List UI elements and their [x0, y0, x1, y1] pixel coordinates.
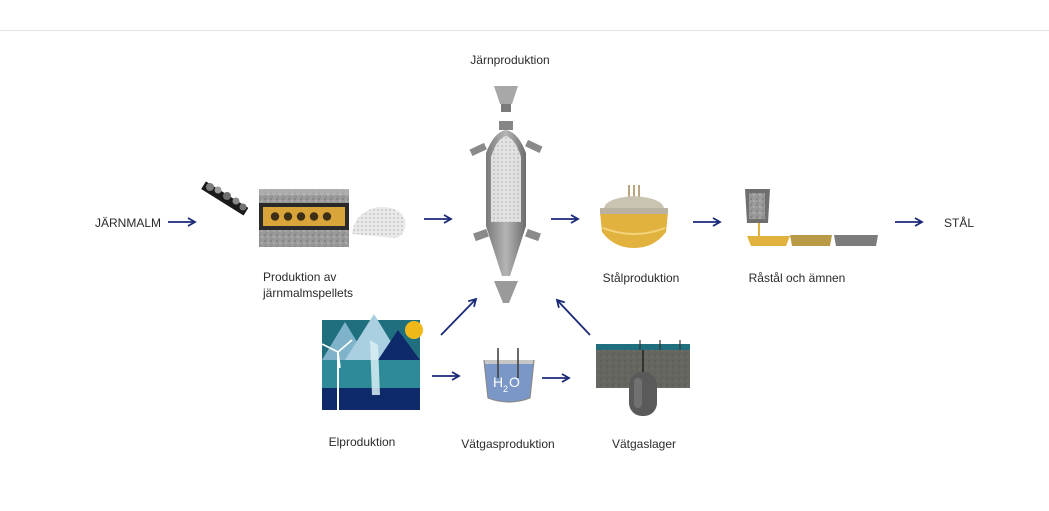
arc-furnace-icon [600, 185, 668, 248]
steel-production-label: Stålproduktion [602, 271, 680, 285]
pellet-production-label-line1: Produktion av [263, 270, 337, 284]
steel-slabs-icon [745, 189, 878, 246]
renewable-power-icon [321, 314, 423, 410]
iron-production-label: Järnproduktion [470, 53, 550, 67]
header-divider [0, 30, 1049, 31]
pellet-production-label-line2: järnmalmspellets [263, 286, 354, 300]
hydrogen-storage-label: Vätgaslager [611, 437, 677, 451]
crude-steel-label: Råstål och ämnen [748, 271, 846, 285]
hydrogen-production-label: Vätgasproduktion [461, 437, 555, 451]
h2o-h: H [493, 374, 503, 390]
conveyor-pellets-icon [201, 181, 249, 216]
power-production-label: Elproduktion [328, 435, 396, 449]
electrolyser-icon [483, 348, 535, 403]
h2o-o: O [509, 374, 520, 390]
hydrogen-storage-icon [596, 340, 690, 416]
pellet-furnace-icon [259, 189, 349, 247]
iron-ore-label: JÄRNMALM [95, 216, 162, 230]
shaft-furnace-icon [469, 86, 543, 303]
arrow-icon [440, 297, 478, 336]
arrow-icon [555, 298, 591, 336]
flow-arrows [168, 214, 924, 383]
steel-label: STÅL [944, 216, 975, 230]
h2o-2: 2 [503, 384, 508, 394]
pellet-pile-icon [352, 206, 406, 238]
